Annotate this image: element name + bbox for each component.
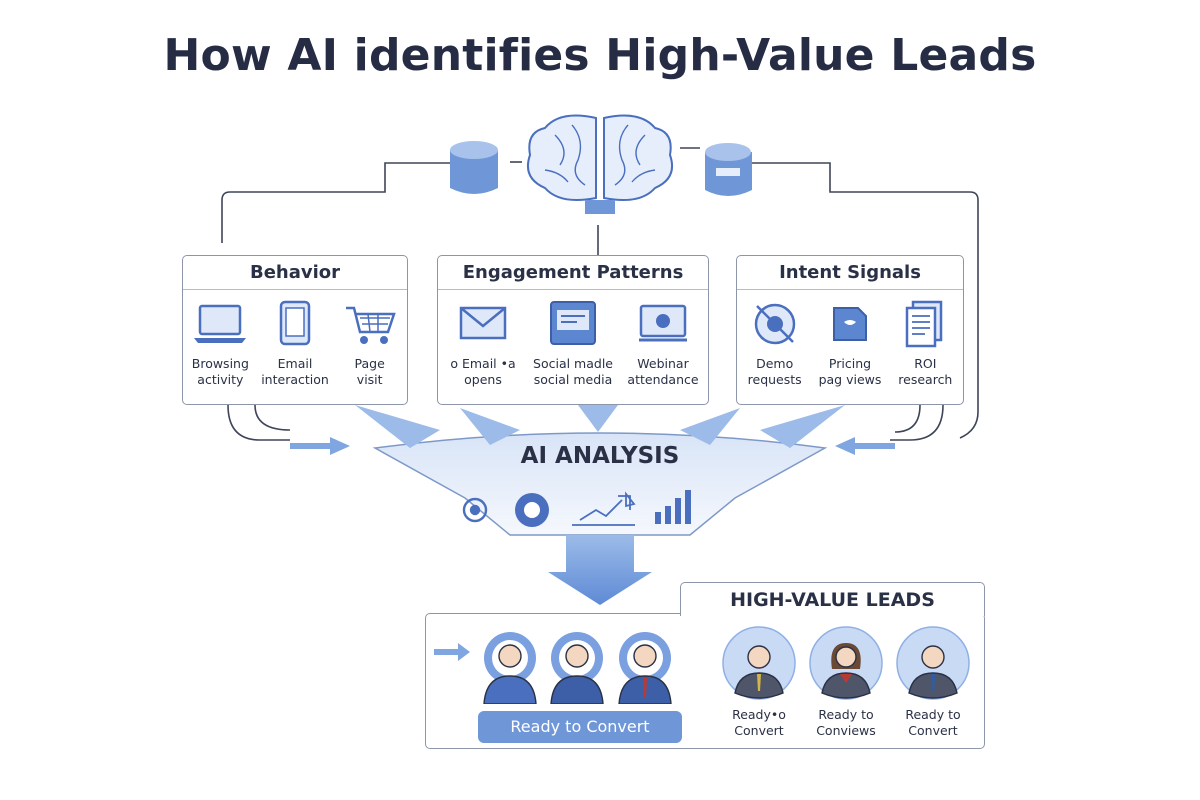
ai-analysis-funnel: [290, 405, 895, 605]
brain-icon: [526, 114, 674, 214]
target-icon: [754, 303, 795, 345]
ai-analysis-label: AI ANALYSIS: [520, 443, 680, 469]
panel-title: Engagement Patterns: [438, 256, 708, 290]
panel-title: Intent Signals: [737, 256, 963, 290]
connector-lines: [221, 147, 979, 441]
lead-avatar-icon: [722, 626, 796, 700]
lead-avatar-icon: [896, 626, 970, 700]
envelope-icon: [459, 306, 507, 340]
bar-chart-icon: [655, 490, 691, 524]
social-media-icon: [550, 301, 596, 345]
lead-avatar-icon: [809, 626, 883, 700]
high-value-leads-title: HIGH-VALUE LEADS: [680, 582, 985, 616]
arrow-right-icon: [434, 643, 470, 661]
webinar-icon: [639, 304, 687, 342]
candidate-avatar-icon: [618, 632, 672, 704]
gears-icon: [462, 497, 488, 523]
laptop-icon: [194, 304, 247, 343]
candidate-avatar-icon: [483, 632, 537, 704]
tablet-icon: [279, 300, 311, 346]
data-cylinder-left-icon: [450, 141, 498, 194]
document-icon: [906, 300, 943, 348]
page-title: How AI identifies High-Value Leads: [163, 30, 1037, 81]
panel-title: Behavior: [183, 256, 407, 290]
pricing-tag-icon: [832, 307, 867, 341]
shopping-cart-icon: [345, 306, 396, 344]
data-cylinder-right-icon: [705, 143, 752, 196]
gear-icon: [515, 493, 549, 527]
ready-to-convert-button[interactable]: Ready to Convert: [478, 711, 682, 743]
candidate-avatar-icon: [550, 632, 604, 704]
growth-chart-icon: [572, 491, 636, 526]
